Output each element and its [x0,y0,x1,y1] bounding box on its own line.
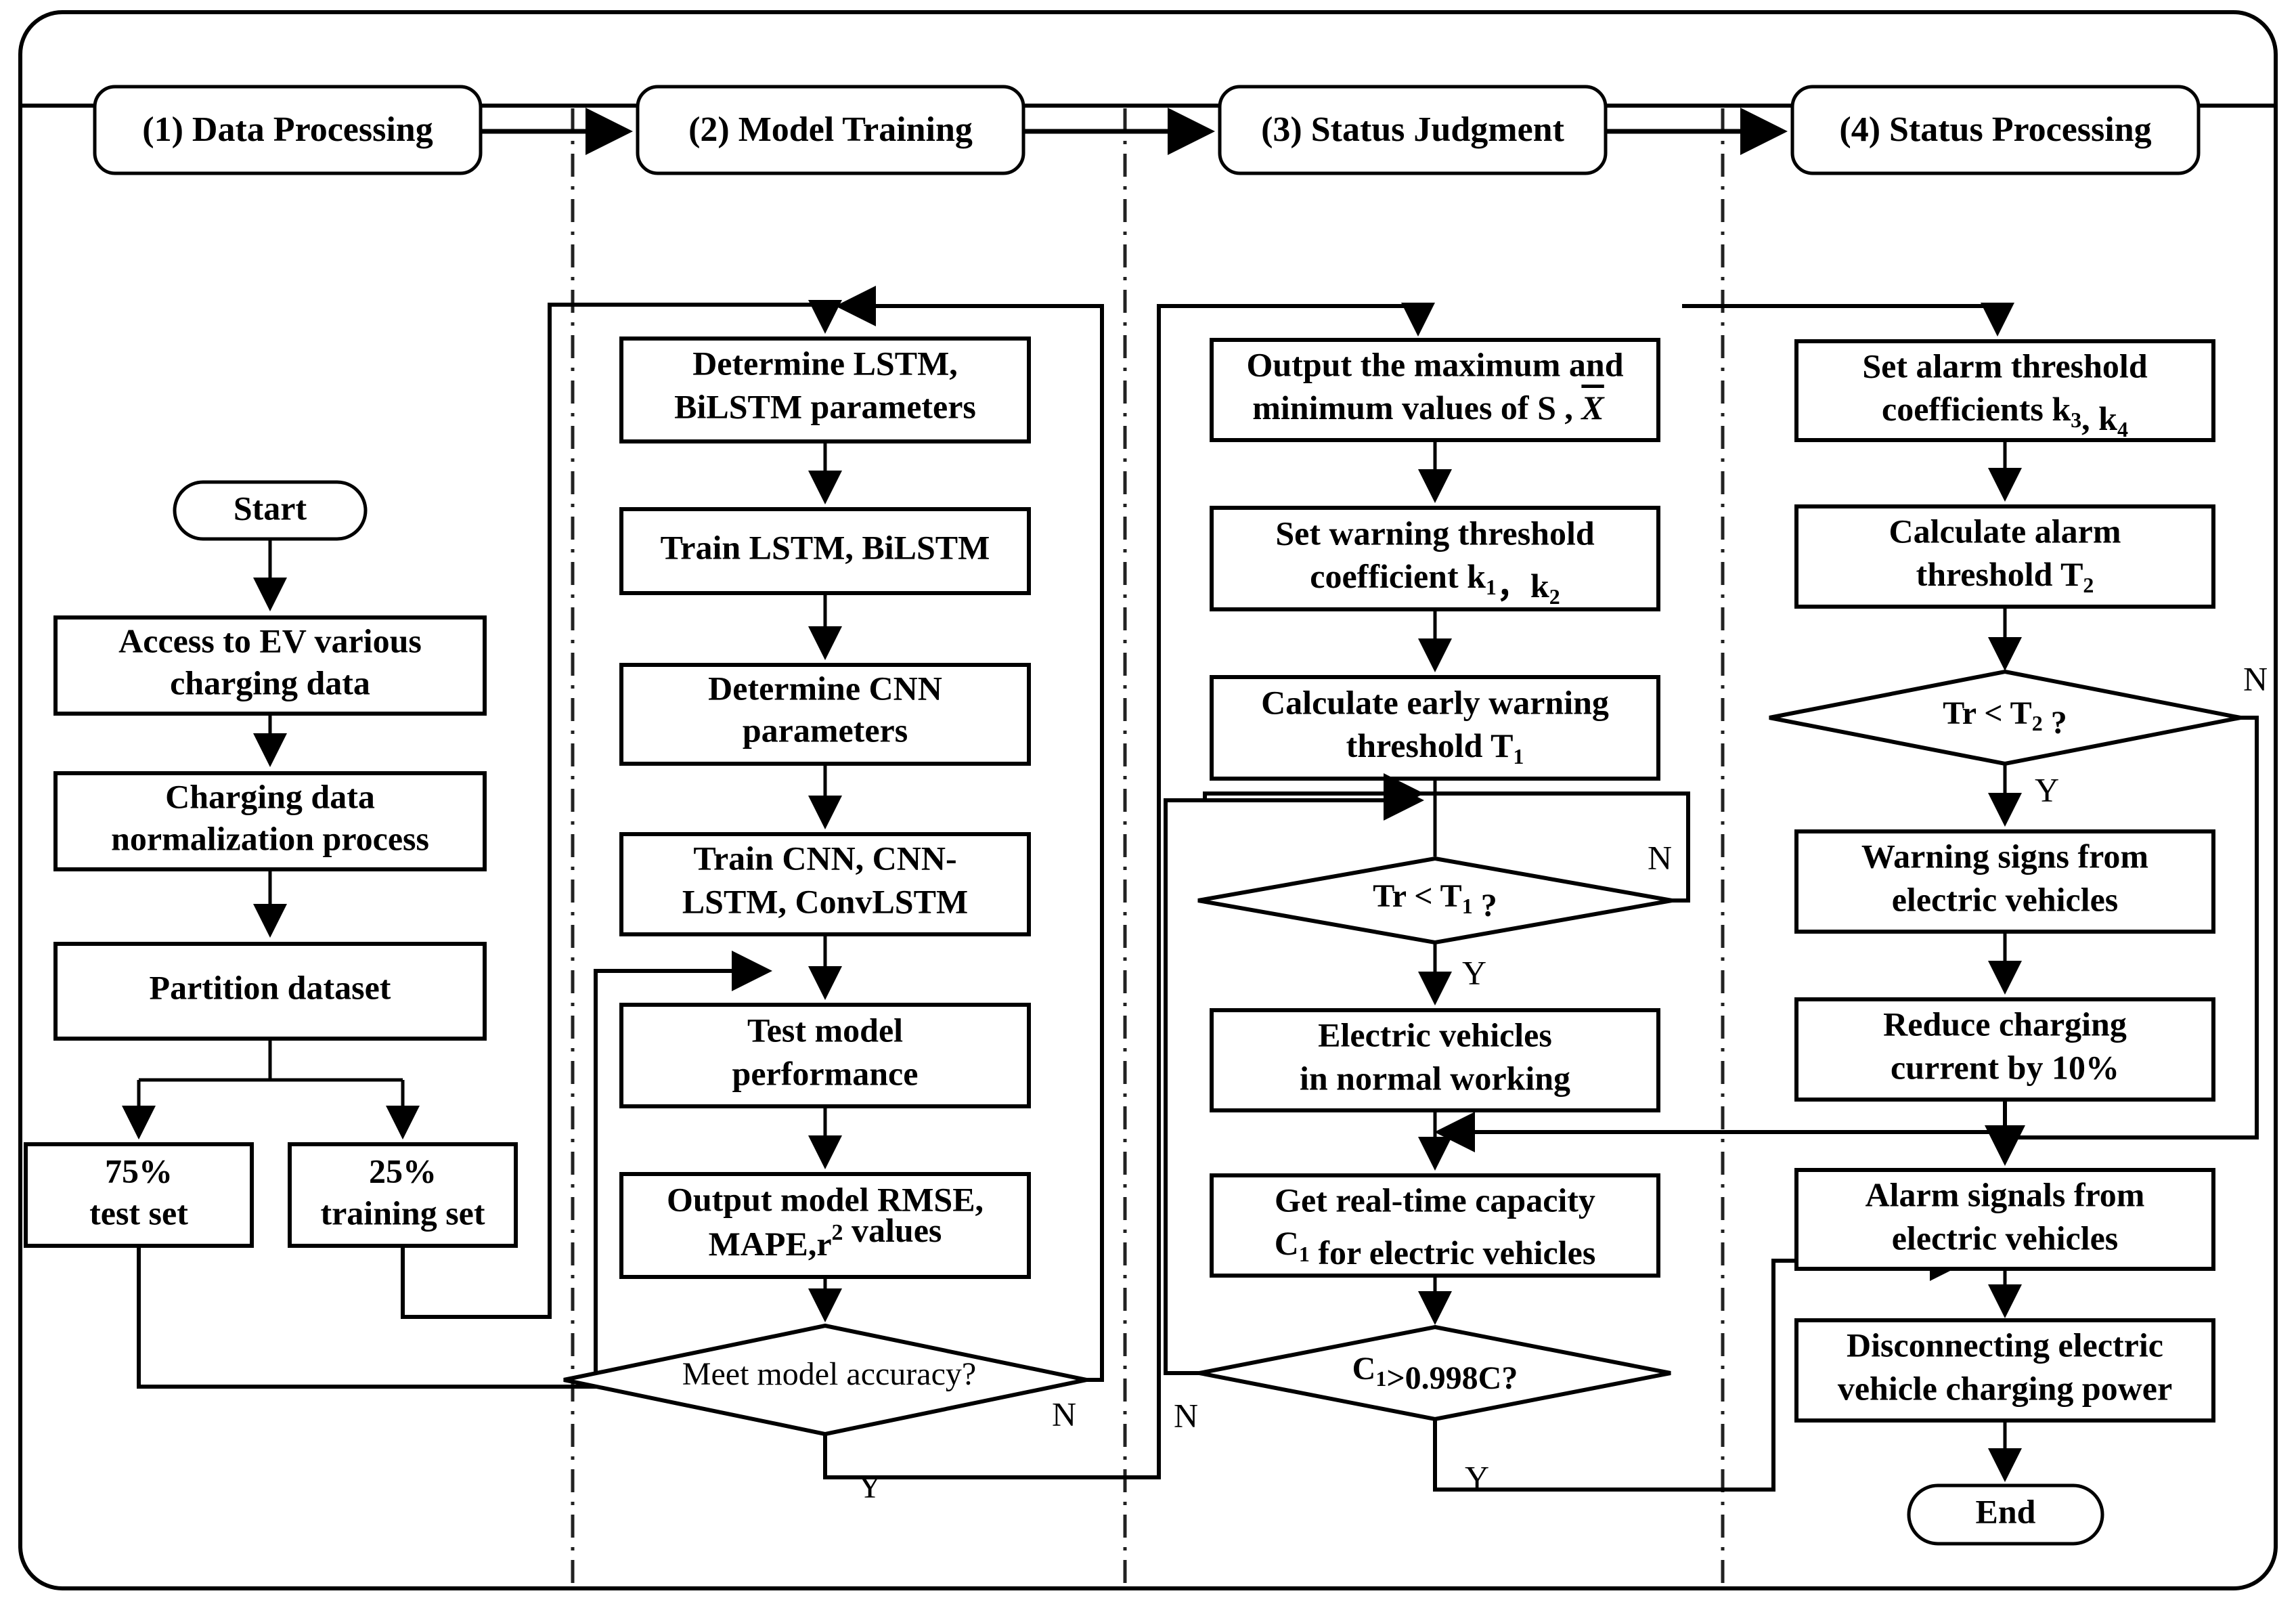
node-determine-cnn[interactable]: Determine CNN parameters [619,663,1031,766]
edge-tr-t2-no [1985,716,2259,1166]
node-output-metrics-line1: Output model RMSE, [667,1180,984,1218]
node-training-set[interactable]: 25% training set [288,1142,518,1248]
stage-1-label: (1) Data Processing [142,110,433,149]
stage-4[interactable]: (4) Status Processing [1790,85,2201,175]
node-test-model-line2: performance [732,1054,919,1092]
node-output-max-min[interactable]: Output the maximum and minimum values of… [1210,338,1660,442]
tr-t1-no-label: N [1648,838,1672,876]
node-calc-alarm-threshold-line1: Calculate alarm [1889,512,2121,550]
node-set-alarm-coeff[interactable]: Set alarm threshold coefficients k3, k4 [1794,339,2215,442]
node-access-ev-data[interactable]: Access to EV various charging data [53,615,487,716]
tr-t2-yes-label: Y [2035,771,2059,808]
node-determine-lstm[interactable]: Determine LSTM, BiLSTM parameters [619,337,1031,443]
node-set-warning-coeff[interactable]: Set warning threshold coefficient k1，k2 [1210,506,1660,611]
node-test-model-line1: Test model [747,1011,903,1049]
tr-t1-yes-label: Y [1462,953,1486,991]
edge-meet-accuracy-yes [823,304,1418,1479]
node-warning-signs-line1: Warning signs from [1861,837,2148,875]
node-train-lstm[interactable]: Train LSTM, BiLSTM [619,507,1031,595]
node-test-set-line2: test set [89,1194,188,1232]
node-partition-dataset[interactable]: Partition dataset [53,942,487,1041]
node-tr-lt-t1-label: Tr < T1 ? [1373,878,1497,924]
node-training-set-line1: 25% [369,1152,437,1190]
edge-partition-split [139,1039,403,1082]
node-calc-alarm-threshold-line2: threshold T2 [1916,555,2094,597]
node-output-max-min-line2: minimum values of S , X [1252,389,1605,427]
node-output-max-min-line1: Output the maximum and [1246,345,1623,383]
node-alarm-signals[interactable]: Alarm signals from electric vehicles [1794,1168,2215,1271]
node-calc-alarm-threshold[interactable]: Calculate alarm threshold T2 [1794,504,2215,609]
node-output-metrics[interactable]: Output model RMSE, MAPE,r2 values [619,1172,1031,1279]
node-normalization-line1: Charging data [165,777,375,815]
node-warning-signs-line2: electric vehicles [1892,880,2119,918]
node-output-metrics-line2: MAPE,r2 values [709,1211,942,1263]
node-train-lstm-label: Train LSTM, BiLSTM [661,528,990,566]
edge-meet-accuracy-no-loop [835,286,1104,1382]
node-train-cnn-line1: Train CNN, CNN- [693,839,956,877]
stage-2-label: (2) Model Training [688,110,973,149]
node-calc-warning-threshold-line2: threshold T1 [1346,726,1524,768]
node-partition-dataset-label: Partition dataset [150,968,391,1006]
node-set-alarm-coeff-line1: Set alarm threshold [1862,347,2147,385]
node-test-set-line1: 75% [105,1152,173,1190]
node-end[interactable]: End [1907,1483,2104,1546]
node-set-warning-coeff-line1: Set warning threshold [1275,514,1595,552]
node-alarm-signals-line1: Alarm signals from [1866,1175,2145,1213]
node-reduce-current[interactable]: Reduce charging current by 10% [1794,997,2215,1102]
node-end-label: End [1976,1492,2036,1530]
node-set-warning-coeff-line2: coefficient k1，k2 [1310,557,1560,609]
node-train-cnn-line2: LSTM, ConvLSTM [682,882,968,920]
node-get-capacity-line1: Get real-time capacity [1275,1181,1595,1219]
node-disconnect-power[interactable]: Disconnecting electric vehicle charging … [1794,1318,2215,1423]
node-get-capacity-line2: C1 for electric vehicles [1275,1224,1596,1272]
node-calc-warning-threshold-line1: Calculate early warning [1261,683,1609,721]
edge-training-set-to-determine-lstm [401,303,825,1319]
node-normalization-line2: normalization process [111,819,429,857]
node-c1-gt-0998c[interactable]: C1>0.998C? [1199,1324,1671,1422]
stage-2[interactable]: (2) Model Training [636,85,1025,175]
node-c1-gt-0998c-label: C1>0.998C? [1352,1351,1518,1396]
node-start[interactable]: Start [173,480,368,541]
node-test-set[interactable]: 75% test set [24,1142,254,1248]
node-train-cnn[interactable]: Train CNN, CNN- LSTM, ConvLSTM [619,832,1031,936]
stage-4-label: (4) Status Processing [1839,110,2151,149]
tr-t2-no-label: N [2243,659,2268,697]
node-tr-lt-t2[interactable]: Tr < T2 ? [1769,669,2241,766]
c1-no-label: N [1174,1396,1198,1434]
node-warning-signs[interactable]: Warning signs from electric vehicles [1794,829,2215,934]
stage-1[interactable]: (1) Data Processing [93,85,483,175]
node-tr-lt-t1[interactable]: Tr < T1 ? [1197,856,1673,945]
node-ev-normal-line1: Electric vehicles [1318,1016,1552,1054]
node-set-alarm-coeff-line2: coefficients k3, k4 [1882,390,2128,441]
node-tr-lt-t2-label: Tr < T2 ? [1943,695,2067,741]
node-determine-cnn-line1: Determine CNN [708,669,942,707]
meet-accuracy-no-label: N [1052,1395,1076,1433]
stage-3-label: (3) Status Judgment [1261,110,1564,149]
node-meet-accuracy-label: Meet model accuracy? [682,1356,976,1392]
outer-frame [18,10,2278,1590]
node-get-capacity[interactable]: Get real-time capacity C1 for electric v… [1210,1173,1660,1278]
node-determine-lstm-line2: BiLSTM parameters [674,387,976,425]
node-start-label: Start [234,489,307,527]
node-alarm-signals-line2: electric vehicles [1892,1219,2119,1257]
node-ev-normal[interactable]: Electric vehicles in normal working [1210,1008,1660,1112]
node-normalization[interactable]: Charging data normalization process [53,771,487,871]
meet-accuracy-yes-label: Y [858,1467,882,1504]
edge-c1-no-loop [1164,780,1424,1375]
node-training-set-line2: training set [320,1194,485,1232]
node-calc-warning-threshold[interactable]: Calculate early warning threshold T1 [1210,675,1660,781]
node-reduce-current-line1: Reduce charging [1883,1005,2127,1043]
node-access-ev-data-line1: Access to EV various [118,622,422,659]
node-determine-lstm-line1: Determine LSTM, [692,344,958,382]
node-determine-cnn-line2: parameters [743,711,908,749]
node-disconnect-power-line1: Disconnecting electric [1847,1326,2163,1364]
node-access-ev-data-line2: charging data [170,664,370,701]
node-disconnect-power-line2: vehicle charging power [1838,1369,2172,1407]
stage-3[interactable]: (3) Status Judgment [1218,85,1608,175]
node-test-model[interactable]: Test model performance [619,1003,1031,1108]
node-meet-accuracy[interactable]: Meet model accuracy? [563,1323,1087,1437]
node-ev-normal-line2: in normal working [1300,1059,1570,1097]
node-reduce-current-line2: current by 10% [1891,1048,2119,1086]
